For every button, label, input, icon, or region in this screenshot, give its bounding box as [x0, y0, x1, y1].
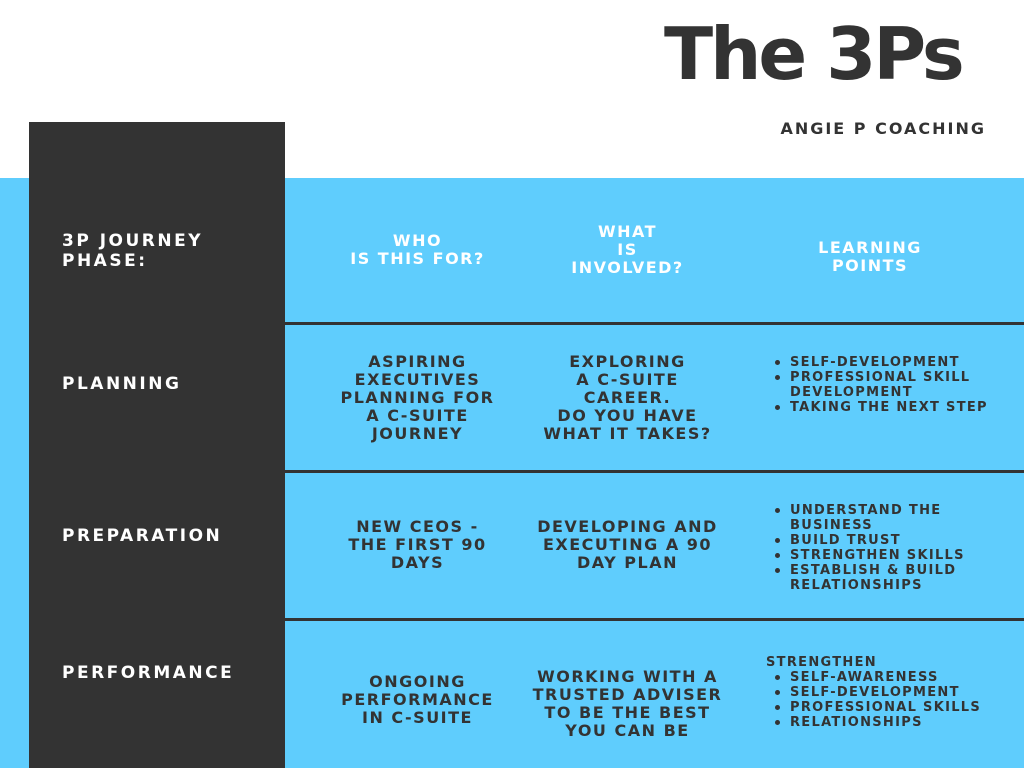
what-performance: WORKING WITH A TRUSTED ADVISER TO BE THE…: [532, 667, 723, 740]
who-planning: ASPIRING EXECUTIVES PLANNING FOR A C-SUI…: [340, 352, 495, 443]
bullet-icon: [775, 508, 780, 513]
bullet-icon: [775, 705, 780, 711]
page-subtitle: ANGIE P COACHING: [780, 119, 986, 138]
bullet-icon: [775, 360, 780, 365]
bullet-icon: [775, 405, 780, 411]
header-who: WHO IS THIS FOR?: [350, 231, 485, 268]
learning-performance: STRENGTHEN SELF-AWARENESS SELF-DEVELOPME…: [766, 655, 1016, 730]
learning-planning: SELF-DEVELOPMENT PROFESSIONAL SKILL DEVE…: [766, 355, 1016, 415]
row-divider: [285, 322, 1024, 325]
what-preparation: DEVELOPING AND EXECUTING A 90 DAY PLAN: [537, 517, 718, 572]
learning-point: SELF-DEVELOPMENT: [766, 355, 1016, 370]
phase-planning: PLANNING: [62, 374, 182, 394]
learning-point: UNDERSTAND THE BUSINESS: [766, 503, 1016, 533]
header-learning: LEARNING POINTS: [818, 238, 922, 275]
bullet-icon: [775, 538, 780, 544]
learning-point: TAKING THE NEXT STEP: [766, 400, 1016, 415]
header-phase: 3P JOURNEY PHASE:: [62, 231, 204, 272]
learning-lead: STRENGTHEN: [766, 655, 877, 670]
phase-preparation: PREPARATION: [62, 526, 223, 546]
phase-performance: PERFORMANCE: [62, 663, 235, 683]
who-preparation: NEW CEOS - THE FIRST 90 DAYS: [348, 517, 487, 572]
learning-preparation: UNDERSTAND THE BUSINESS BUILD TRUST STRE…: [766, 503, 1016, 593]
page-title: The 3Ps: [664, 12, 965, 96]
what-planning: EXPLORING A C-SUITE CAREER. DO YOU HAVE …: [543, 352, 712, 443]
header-what: WHAT IS INVOLVED?: [571, 222, 684, 277]
row-divider: [285, 618, 1024, 621]
learning-point: RELATIONSHIPS: [766, 715, 1016, 730]
bullet-icon: [775, 690, 780, 696]
bullet-icon: [775, 675, 780, 681]
bullet-icon: [775, 568, 780, 574]
learning-point: PROFESSIONAL SKILL DEVELOPMENT: [766, 370, 1016, 400]
learning-point: SELF-AWARENESS: [766, 670, 1016, 685]
learning-point: ESTABLISH & BUILD RELATIONSHIPS: [766, 563, 1016, 593]
learning-point: STRENGTHEN SKILLS: [766, 548, 1016, 563]
learning-point: PROFESSIONAL SKILLS: [766, 700, 1016, 715]
learning-point: SELF-DEVELOPMENT: [766, 685, 1016, 700]
bullet-icon: [775, 375, 780, 381]
bullet-icon: [775, 553, 780, 559]
phase-column-background: [29, 122, 285, 768]
bullet-icon: [775, 720, 780, 726]
learning-point: BUILD TRUST: [766, 533, 1016, 548]
who-performance: ONGOING PERFORMANCE IN C-SUITE: [341, 672, 494, 727]
row-divider: [285, 470, 1024, 473]
